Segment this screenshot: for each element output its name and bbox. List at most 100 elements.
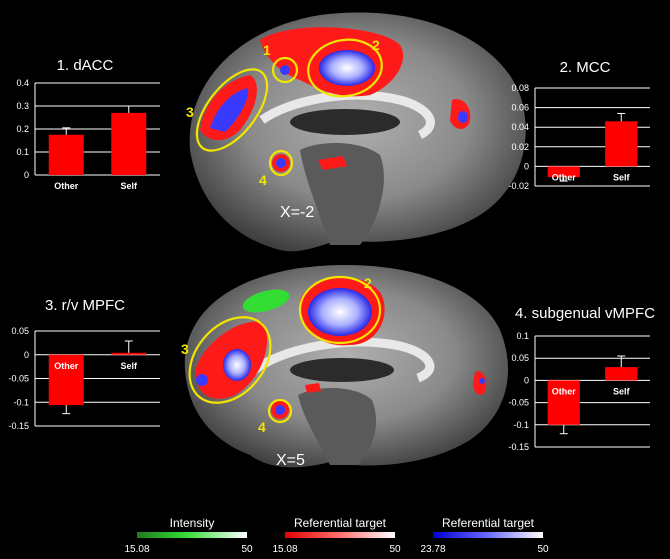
y-tick-label: 0.08 (511, 83, 529, 93)
activation-blue (210, 88, 249, 132)
bar (48, 354, 84, 406)
brain-slice-top: 1 2 3 4 X=-2 (186, 12, 526, 252)
y-tick-label: 0 (524, 161, 529, 171)
ventricle (290, 358, 394, 382)
y-tick-label: -0.02 (508, 181, 529, 191)
slice-label: X=-2 (280, 204, 314, 221)
bar (547, 380, 580, 425)
activation-red (318, 156, 347, 170)
bar (547, 166, 580, 178)
y-tick-label: -0.1 (13, 397, 29, 407)
colorbar-title: Referential target (442, 516, 535, 530)
x-tick-label: Self (613, 386, 631, 396)
activation-blue (458, 111, 468, 123)
y-tick-label: -0.05 (508, 398, 529, 408)
activation-blue (196, 374, 208, 386)
colorbar-min: 23.78 (420, 544, 445, 555)
activation-blue (479, 378, 485, 384)
y-tick-label: 0.04 (511, 122, 529, 132)
brain-slice-bottom: 2 3 4 X=5 (181, 264, 509, 469)
y-tick-label: 0.06 (511, 103, 529, 113)
y-tick-label: 0.1 (16, 147, 29, 157)
roi-ellipse (267, 398, 293, 424)
x-tick-label: Other (54, 181, 79, 191)
y-tick-label: 0 (24, 350, 29, 360)
y-tick-label: -0.15 (508, 442, 529, 452)
bar (605, 367, 638, 381)
ventricle (290, 109, 400, 135)
y-tick-label: 0.3 (16, 101, 29, 111)
activation-blue (308, 288, 372, 336)
colorbar-red: Referential target 15.08 50 (272, 516, 401, 555)
colorbar-title: Intensity (170, 516, 215, 530)
roi-label: 4 (259, 172, 267, 188)
colorbar-min: 15.08 (272, 544, 297, 555)
colorbar-gradient (433, 532, 543, 538)
colorbar-max: 50 (537, 544, 549, 555)
bar (111, 112, 147, 175)
roi-ellipse (271, 56, 299, 84)
chart-title: 3. r/v MPFC (45, 297, 125, 314)
activation-red (305, 383, 321, 393)
roi-label: 4 (258, 419, 266, 435)
y-tick-label: -0.1 (513, 420, 529, 430)
x-tick-label: Other (552, 386, 577, 396)
y-tick-label: 0.2 (16, 124, 29, 134)
y-tick-label: 0.4 (16, 78, 29, 88)
bar-chart-subgenual-vmpfc: 4. subgenual vMPFC -0.15 -0.1 -0.05 0 0.05 0.1… (508, 305, 655, 452)
y-tick-label: 0.05 (511, 353, 529, 363)
colorbar-blue: Referential target 23.78 50 (420, 516, 549, 555)
x-tick-label: Self (613, 172, 631, 182)
roi-label: 3 (181, 341, 189, 357)
activation-blue (319, 50, 375, 86)
x-tick-label: Self (120, 181, 138, 191)
activation-blue (276, 158, 286, 168)
brainstem (298, 388, 377, 465)
y-tick-label: 0.02 (511, 142, 529, 152)
roi-label: 2 (364, 275, 372, 291)
roi-label: 1 (263, 42, 271, 58)
roi-ellipse (307, 38, 383, 98)
bar (111, 352, 147, 355)
corpus-callosum (249, 337, 435, 383)
activation-blue (280, 65, 290, 75)
x-tick-label: Self (120, 361, 138, 371)
y-tick-label: 0.05 (11, 326, 29, 336)
x-tick-label: Other (552, 172, 577, 182)
roi-ellipse (268, 149, 294, 177)
roi-ellipse (188, 316, 272, 404)
roi-label: 2 (372, 37, 380, 53)
x-tick-label: Other (54, 361, 79, 371)
colorbar-gradient (285, 532, 395, 538)
y-tick-label: -0.15 (8, 421, 29, 431)
roi-ellipse (298, 275, 382, 345)
y-tick-label: 0 (524, 375, 529, 385)
colorbar-max: 50 (389, 544, 401, 555)
brainstem (300, 143, 384, 245)
y-tick-label: 0.1 (516, 331, 529, 341)
colorbar-title: Referential target (294, 516, 387, 530)
activation-red (473, 371, 487, 395)
activation-blue (275, 405, 285, 415)
colorbar-max: 50 (241, 544, 253, 555)
roi-label: 3 (186, 104, 194, 120)
chart-title: 1. dACC (57, 57, 114, 74)
y-tick-label: -0.05 (8, 374, 29, 384)
colorbar-gradient (137, 532, 247, 538)
roi-ellipse (195, 68, 269, 152)
bar (605, 121, 638, 167)
bar (48, 134, 84, 175)
corpus-callosum (259, 90, 435, 140)
y-tick-label: 0 (24, 170, 29, 180)
activation-green (242, 289, 290, 313)
colorbar-green: Intensity 15.08 50 (124, 516, 253, 555)
slice-label: X=5 (276, 452, 305, 469)
chart-title: 2. MCC (560, 59, 611, 76)
chart-title: 4. subgenual vMPFC (515, 305, 655, 322)
colorbar-min: 15.08 (124, 544, 149, 555)
activation-blue (223, 349, 251, 381)
